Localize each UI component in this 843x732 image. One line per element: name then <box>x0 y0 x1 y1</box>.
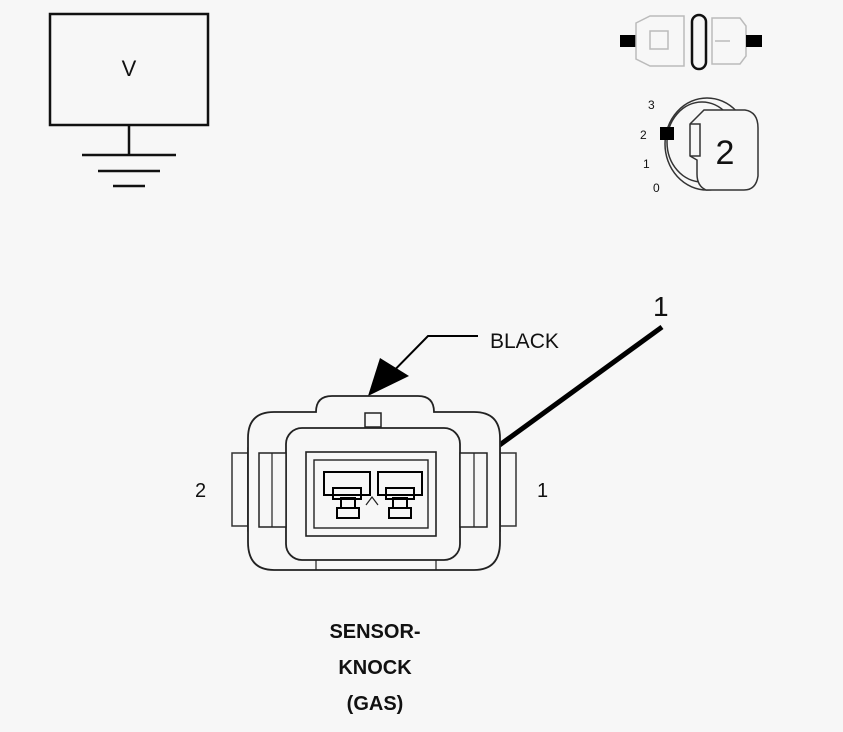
terminal-2 <box>323 471 371 519</box>
ignition-key-label: 2 <box>716 134 735 172</box>
pin-label-right: 1 <box>537 480 548 502</box>
caption-line-3: (GAS) <box>346 693 404 715</box>
voltmeter-label: V <box>122 56 137 81</box>
connector-color-label: BLACK <box>490 330 559 353</box>
ignition-position-0: 0 <box>653 181 660 195</box>
callout-number: 1 <box>653 291 669 322</box>
ignition-position-1: 1 <box>643 157 650 171</box>
color-callout: BLACK <box>368 330 559 396</box>
ignition-switch-icon: 3 2 1 0 2 <box>640 97 759 195</box>
voltmeter-symbol: V <box>48 12 210 188</box>
caption-line-2: KNOCK <box>338 657 412 679</box>
caption-line-1: SENSOR- <box>329 621 421 643</box>
terminal-1 <box>377 471 423 519</box>
pin-label-left: 2 <box>195 480 206 502</box>
disconnected-connector-icon <box>620 13 762 71</box>
ground-icon <box>82 153 176 188</box>
connector-face <box>231 395 517 571</box>
ignition-position-2: 2 <box>640 128 647 142</box>
ignition-position-3: 3 <box>648 98 655 112</box>
connector-caption: SENSOR- KNOCK (GAS) <box>275 614 475 722</box>
